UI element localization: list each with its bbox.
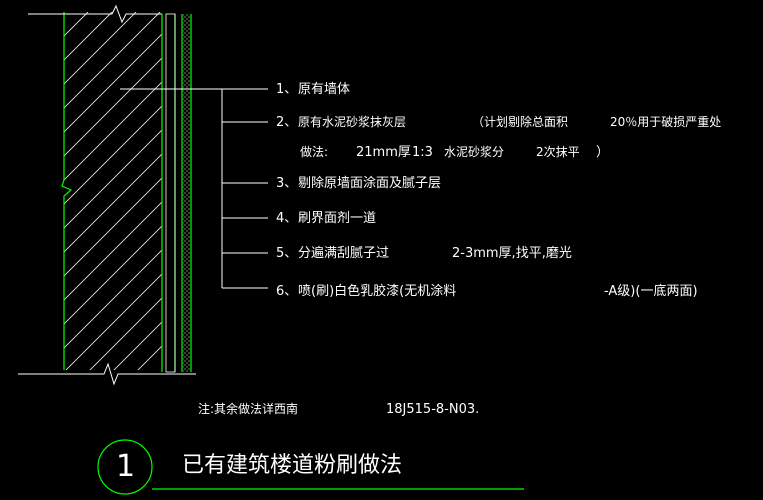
layer-5-label: 分遍满刮腻子过 <box>298 246 390 261</box>
hatch-line <box>64 249 162 349</box>
leader-lines <box>120 88 268 289</box>
break-line-top <box>28 4 162 24</box>
hatch-line <box>64 12 161 109</box>
hatch-line <box>64 225 162 325</box>
method-label: 做法: <box>300 145 329 159</box>
layer-2-extra: （计划剔除总面积 <box>472 115 569 129</box>
layer-6-number: 6、 <box>276 284 298 299</box>
title-text: 已有建筑楼道粉刷做法 <box>182 453 403 478</box>
hatch-line <box>161 369 162 370</box>
hatch-line <box>64 12 65 13</box>
layer-4-number: 4、 <box>276 211 298 226</box>
layer-3-label: 剔除原墙面涂面及腻子层 <box>298 176 442 191</box>
layer-1-label: 原有墙体 <box>298 82 351 97</box>
hatch-line <box>64 201 162 301</box>
hatch-line <box>89 297 162 370</box>
title-number: 1 <box>116 449 136 484</box>
layer-3-number: 3、 <box>276 176 298 191</box>
hatch-line <box>64 12 113 61</box>
hatch-line <box>64 81 162 181</box>
hatch-line <box>64 33 162 133</box>
method-ratio: 1:3 <box>412 145 433 160</box>
hatch-line <box>64 105 162 205</box>
layer-5-extra: 2-3mm厚,找平,磨光 <box>452 246 572 261</box>
plaster-layer <box>165 13 176 373</box>
hatch-line <box>64 12 137 85</box>
wall-hatch <box>64 12 162 370</box>
hatch-line <box>64 12 89 37</box>
putty-layer <box>183 14 190 372</box>
method-material: 水泥砂浆分 <box>444 145 505 159</box>
title-circle <box>97 439 153 495</box>
note-reference: 18J515-8-N03. <box>386 402 480 417</box>
hatch-line <box>64 57 162 157</box>
method-close: ） <box>596 145 610 160</box>
layer-2-percent: 20％用于破损严重处 <box>610 115 722 129</box>
layer-2-number: 2、 <box>276 115 298 130</box>
hatch-line <box>64 129 162 229</box>
hatch-line <box>64 153 162 253</box>
method-thickness: 21mm厚 <box>356 145 411 160</box>
layer-6-extra: -A级)(一底两面) <box>604 284 698 299</box>
layer-5-number: 5、 <box>276 246 298 261</box>
layer-4-label: 刷界面剂一道 <box>298 211 377 226</box>
layer-6-label: 喷(刷)白色乳胶漆(无机涂料 <box>298 284 457 299</box>
layer-1-number: 1、 <box>276 82 298 97</box>
hatch-line <box>65 273 162 370</box>
wall-left-boundary <box>61 12 73 370</box>
note-text: 注:其余做法详西南 <box>198 402 299 416</box>
layer-2-label: 原有水泥砂浆抹灰层 <box>298 115 407 129</box>
method-times: 2次抹平 <box>536 145 580 159</box>
hatch-line <box>64 177 162 277</box>
break-line-bottom <box>18 362 196 386</box>
